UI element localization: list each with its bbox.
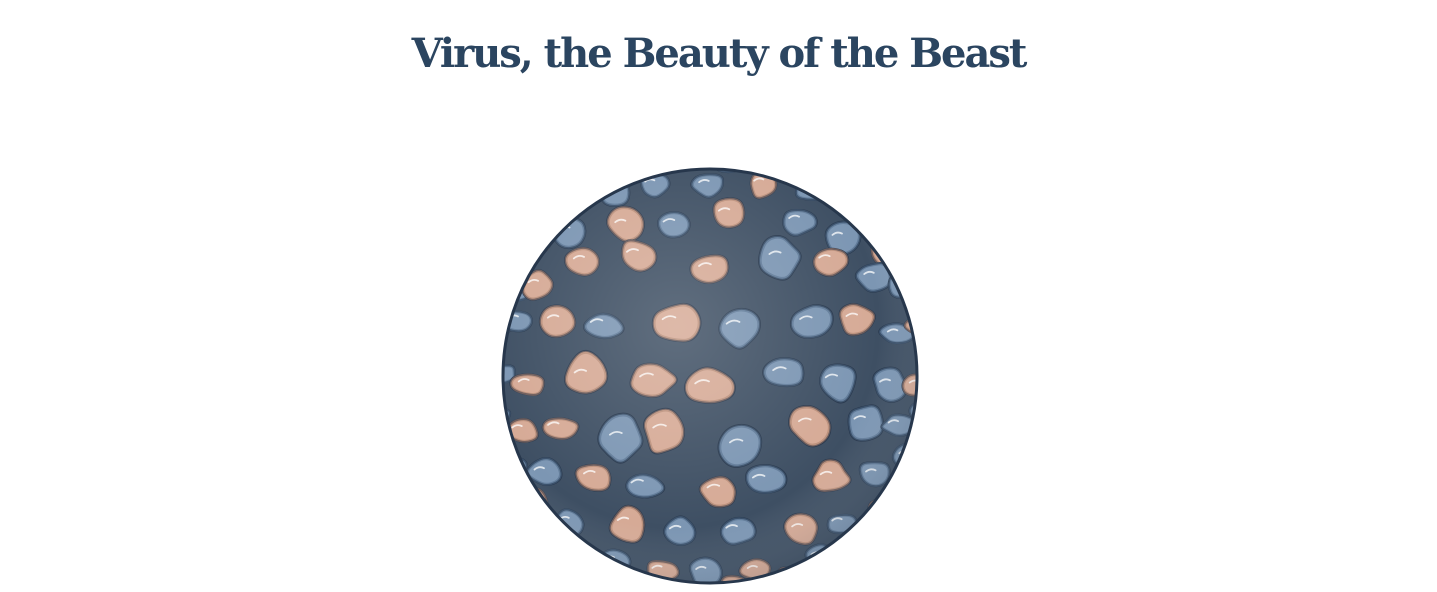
capsomer-shade: [920, 372, 926, 391]
capsomer-highlight: [632, 163, 640, 165]
capsomer-shade: [579, 176, 609, 201]
capsomer-shape: [631, 574, 660, 582]
capsomer-highlight: [504, 462, 515, 467]
capsomer-shape: [802, 557, 833, 582]
capsomer-highlight: [494, 412, 496, 414]
capsomer-shape: [804, 174, 829, 191]
capsomer-highlight: [924, 377, 926, 379]
capsomer-shape: [674, 160, 699, 167]
capsomer-highlight: [504, 289, 514, 293]
capsomer-shade: [804, 174, 829, 191]
capsomer-highlight: [677, 588, 685, 590]
capsomer-highlight: [605, 184, 616, 189]
capsomer-shape: [920, 372, 926, 392]
capsomer-highlight: [725, 584, 734, 586]
capsomer-highlight: [524, 493, 535, 498]
capsomer-highlight: [809, 563, 819, 568]
capsomer-shape: [670, 585, 697, 592]
capsomer-highlight: [798, 184, 810, 189]
capsomer-highlight: [554, 532, 565, 537]
capsomer-highlight: [842, 536, 852, 541]
virus-capsid-icon: [494, 160, 926, 592]
capsomer-shape: [762, 170, 792, 177]
capsomer-highlight: [778, 575, 789, 580]
capsomer-shade: [625, 170, 652, 176]
capsomer-shade: [671, 585, 696, 592]
capsid-outline: [501, 167, 919, 585]
capsomer-highlight: [584, 183, 595, 187]
capsomer-highlight: [560, 204, 571, 209]
capsomer-highlight: [770, 163, 778, 165]
capsomer-highlight: [636, 581, 646, 582]
capsomer-shape: [624, 170, 653, 176]
capsomer-shade: [803, 557, 833, 581]
capsomer-highlight: [915, 404, 916, 409]
capsomer-highlight: [874, 245, 885, 250]
virus-illustration: [494, 160, 926, 592]
capsomer-shade: [762, 170, 791, 177]
page-title: Virus, the Beauty of the Beast: [411, 30, 1028, 77]
capsomer-highlight: [494, 322, 497, 324]
capsomer-highlight: [527, 239, 538, 244]
capsomer-shape: [579, 175, 609, 202]
capsid-shading: [504, 170, 916, 582]
capsomer-highlight: [843, 202, 853, 207]
capsomer-shade: [631, 574, 660, 582]
capsomer-highlight: [874, 503, 884, 508]
capsomer-highlight: [494, 370, 502, 372]
capsomer-highlight: [808, 177, 818, 182]
capsomer-highlight: [911, 320, 916, 325]
capsomer-shade: [675, 160, 698, 166]
